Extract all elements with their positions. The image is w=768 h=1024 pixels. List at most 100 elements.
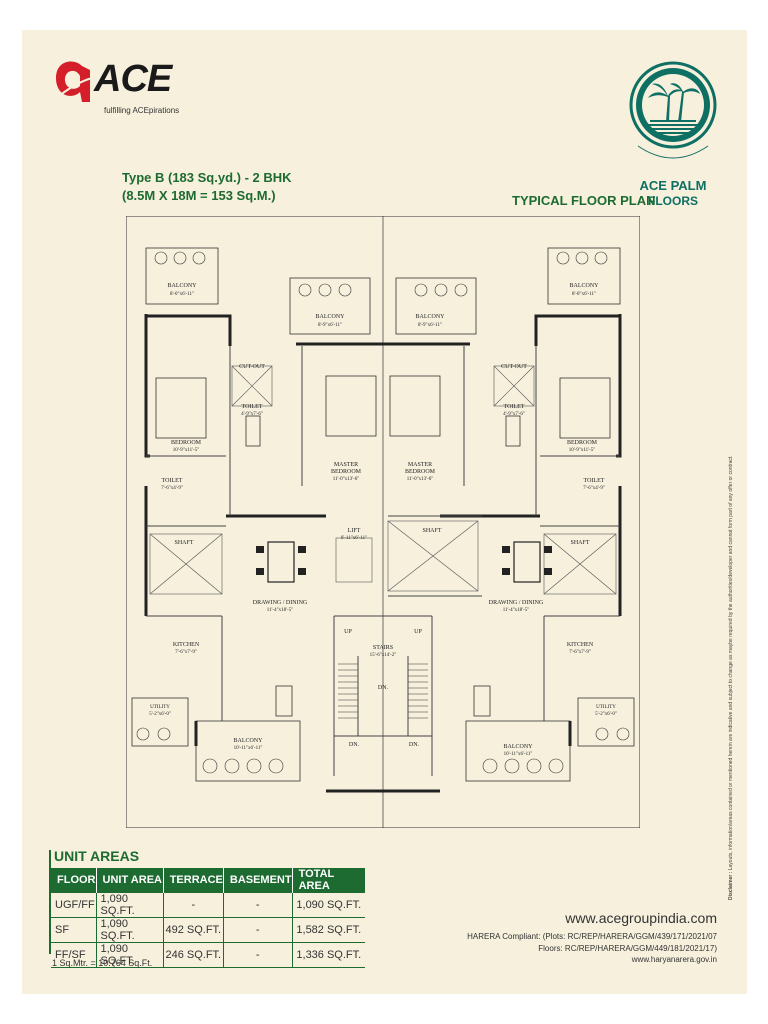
master-right-dim: 11'-0"x13'-6" (407, 477, 434, 482)
disclaimer-label: Disclaimer : (728, 871, 734, 900)
cell-unit-area: 1,090 SQ.FT. (95, 892, 164, 918)
ace-a-mark-icon (53, 61, 93, 102)
unit-areas-accent-bar (49, 850, 51, 954)
shaft-left-label: SHAFT (174, 540, 193, 546)
kitchen-left-label: KITCHEN (173, 642, 200, 648)
drawing-left-dim: 11'-4"x18'-5" (267, 608, 294, 613)
cell-floor: UGF/FF (51, 892, 96, 918)
table-header-row: FLOOR UNIT AREA TERRACE BASEMENT TOTAL A… (51, 868, 365, 893)
shaft-right-label: SHAFT (570, 540, 589, 546)
harera-compliance-line-2: Floors: RC/REP/HARERA/GGM/449/181/2021/1… (538, 944, 717, 953)
lift-dim: 6'-11"x6'-11" (341, 536, 367, 541)
toilet-tr-label: TOILET (504, 404, 525, 410)
cell-total-area: 1,336 SQ.FT. (291, 942, 365, 968)
utility-left-label: UTILITY (150, 705, 170, 710)
unit-conversion-note: 1 Sq.Mtr. = 10.764 Sq.Ft. (52, 958, 153, 968)
cell-basement: - (222, 892, 293, 918)
toilet-tl-dim: 4'-9"x7'-6" (241, 412, 263, 417)
toilet-tr-dim: 4'-9"x7'-6" (503, 412, 525, 417)
utility-right-label: UTILITY (596, 705, 616, 710)
ace-wordmark: ACE (94, 58, 172, 100)
harera-website-link[interactable]: www.haryanarera.gov.in (631, 955, 717, 964)
col-total-area: TOTAL AREA (291, 868, 365, 893)
typical-floor-plan-title: TYPICAL FLOOR PLAN (512, 193, 656, 208)
toilet-tl-label: TOILET (242, 404, 263, 410)
table-row: FF/SF 1,090 SQ.FT. 246 SQ.FT. - 1,336 SQ… (51, 942, 365, 968)
utility-left-dim: 5'-2"x6'-0" (149, 712, 171, 717)
bedroom-right-label: BEDROOM (567, 440, 598, 446)
master-right-label-1: MASTER (408, 462, 432, 468)
kitchen-right-dim: 7'-6"x7'-9" (569, 650, 591, 655)
stairs-label: STAIRS (373, 645, 393, 651)
cell-unit-area: 1,090 SQ.FT. (95, 942, 164, 968)
cell-floor: FF/SF (51, 942, 96, 968)
master-left-label-2: BEDROOM (331, 469, 362, 475)
master-right-label-2: BEDROOM (405, 469, 436, 475)
balcony-tl-dim: 8'-0"x6'-11" (170, 292, 194, 297)
balcony-tml-dim: 8'-9"x6'-11" (318, 323, 342, 328)
utility-right-dim: 5'-2"x6'-0" (595, 712, 617, 717)
stairs-dn-centre: DN. (378, 685, 389, 691)
cell-unit-area: 1,090 SQ.FT. (95, 917, 164, 943)
col-terrace: TERRACE (162, 868, 224, 893)
balcony-br-dim: 10'-11"x6'-11" (504, 752, 533, 757)
toilet-br-dim: 7'-6"x4'-9" (583, 486, 605, 491)
balcony-tml-label: BALCONY (315, 314, 345, 320)
harera-compliance-line-1: HARERA Compliant: (Plots: RC/REP/HARERA/… (467, 932, 717, 941)
cell-basement: - (222, 942, 293, 968)
bedroom-left-label: BEDROOM (171, 440, 202, 446)
ace-tagline: fulfilling ACEpirations (104, 106, 180, 115)
stairs-dim: 15'-6"x14'-2" (370, 653, 397, 658)
cell-basement: - (222, 917, 293, 943)
col-unit-area: UNIT AREA (95, 868, 164, 893)
floors-text: FLOORS (648, 194, 698, 208)
cell-terrace: 492 SQ.FT. (162, 917, 224, 943)
cell-terrace: - (162, 892, 224, 918)
unit-areas-table: FLOOR UNIT AREA TERRACE BASEMENT TOTAL A… (51, 868, 365, 968)
master-left-dim: 11'-0"x13'-6" (333, 477, 360, 482)
toilet-br-label: TOILET (584, 478, 605, 484)
balcony-tr-dim: 8'-0"x6'-11" (572, 292, 596, 297)
cutout-right-label: CUT-OUT (501, 364, 527, 370)
cell-total-area: 1,090 SQ.FT. (291, 892, 365, 918)
shaft-centre-label: SHAFT (422, 528, 441, 534)
kitchen-left-dim: 7'-6"x7'-9" (175, 650, 197, 655)
stairs-dn-left: DN. (349, 742, 360, 748)
website-link[interactable]: www.acegroupindia.com (565, 910, 717, 926)
stairs-up-left: UP (344, 629, 352, 635)
balcony-br-label: BALCONY (503, 744, 533, 750)
ace-palm-text: ACE PALM (639, 178, 707, 193)
kitchen-right-label: KITCHEN (567, 642, 594, 648)
toilet-bl-dim: 7'-6"x4'-9" (161, 486, 183, 491)
lift-label: LIFT (348, 528, 361, 534)
drawing-left-label: DRAWING / DINING (253, 600, 308, 606)
cell-floor: SF (51, 917, 96, 943)
brochure-sheet: ACE fulfilling ACEpirations ACE PA (22, 30, 747, 994)
col-basement: BASEMENT (222, 868, 293, 893)
stairs-up-right: UP (414, 629, 422, 635)
toilet-bl-label: TOILET (162, 478, 183, 484)
cell-total-area: 1,582 SQ.FT. (291, 917, 365, 943)
col-floor: FLOOR (51, 868, 96, 893)
bedroom-right-dim: 10'-9"x11'-5" (569, 448, 596, 453)
balcony-tr-label: BALCONY (569, 283, 599, 289)
palm-emblem-icon (629, 61, 717, 159)
table-row: UGF/FF 1,090 SQ.FT. - - 1,090 SQ.FT. (51, 892, 365, 918)
balcony-tl-label: BALCONY (167, 283, 197, 289)
table-row: SF 1,090 SQ.FT. 492 SQ.FT. - 1,582 SQ.FT… (51, 917, 365, 943)
balcony-tmr-dim: 8'-9"x6'-11" (418, 323, 442, 328)
plot-type-heading: Type B (183 Sq.yd.) - 2 BHK (122, 170, 292, 185)
disclaimer-text: Layouts, information/areas contained or … (728, 455, 734, 871)
drawing-right-label: DRAWING / DINING (489, 600, 544, 606)
balcony-tmr-label: BALCONY (415, 314, 445, 320)
drawing-right-dim: 11'-4"x18'-5" (503, 608, 530, 613)
balcony-bl-dim: 10'-11"x6'-11" (234, 746, 263, 751)
unit-areas-title: UNIT AREAS (54, 848, 140, 864)
balcony-bl-label: BALCONY (233, 738, 263, 744)
cell-terrace: 246 SQ.FT. (162, 942, 224, 968)
cutout-left-label: CUT-OUT (239, 364, 265, 370)
stairs-dn-right: DN. (409, 742, 420, 748)
bedroom-left-dim: 10'-9"x11'-5" (173, 448, 200, 453)
ace-palm-floors-logo: ACE PALM FLOORS (628, 60, 718, 208)
master-left-label-1: MASTER (334, 462, 358, 468)
